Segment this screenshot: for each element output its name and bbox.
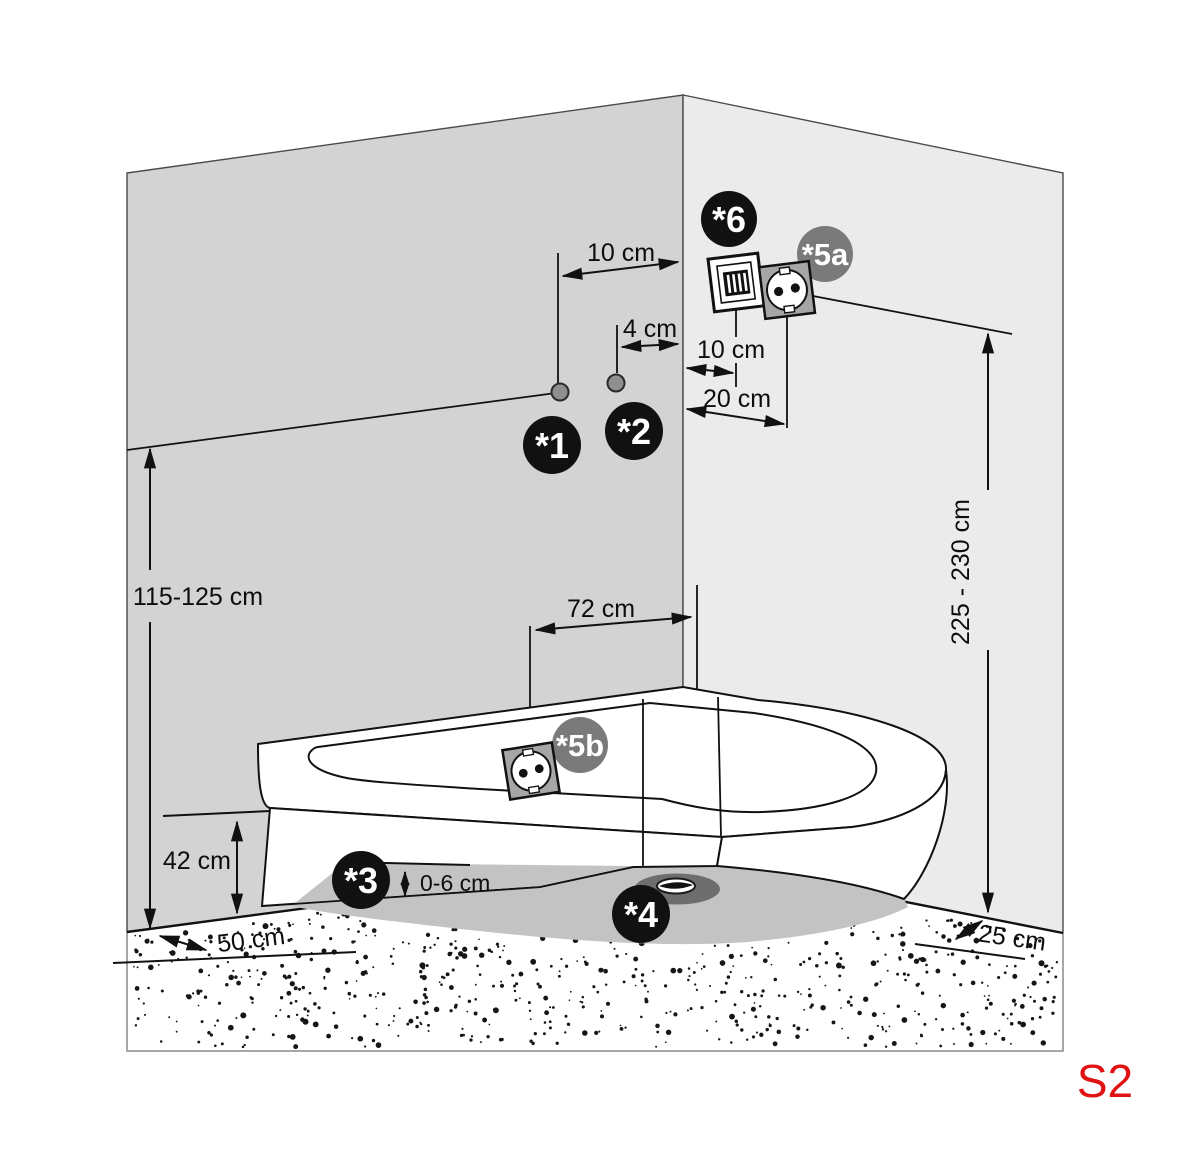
- badge-5b-label: *5b: [556, 728, 604, 763]
- badge-6-label: *6: [712, 199, 746, 240]
- dim-42cm-label: 42 cm: [163, 847, 231, 875]
- badge-3-label: *3: [344, 860, 378, 901]
- floor-offset-line-right: [914, 943, 1026, 960]
- dim-4cm-arrow: [620, 338, 680, 353]
- dim-20cm-arrow: [685, 405, 786, 428]
- light-switch-icon: [706, 251, 766, 314]
- dim-4cm-label: 4 cm: [623, 315, 677, 343]
- badge-2: *2: [605, 402, 663, 460]
- tub-end-panel: [715, 769, 948, 901]
- label-backing: [699, 337, 763, 363]
- connection-point-1: [550, 382, 570, 402]
- dim-10cm-right-arrow: [685, 364, 735, 377]
- badge-2-label: *2: [617, 411, 651, 452]
- figure-label: S2: [1077, 1055, 1133, 1107]
- badge-3: *3: [332, 851, 390, 909]
- badge-4-label: *4: [624, 894, 658, 935]
- badge-5b: *5b: [552, 717, 608, 773]
- dim-connection-height-label: 115-125 cm: [133, 583, 263, 611]
- dim-25cm-arrow: [954, 920, 984, 940]
- height-reference-line: [126, 392, 557, 451]
- dim-72cm-arrow: [534, 612, 693, 635]
- socket-height-reference-line: [812, 295, 1013, 335]
- dim-10cm-left-arrow: [561, 258, 680, 280]
- floor-offset-line-left: [112, 951, 357, 964]
- dim-socket-height-label: 225 - 230 cm: [947, 499, 975, 645]
- badge-1-label: *1: [535, 425, 569, 466]
- dim-50cm-arrow: [158, 935, 208, 951]
- connection-point-2: [606, 373, 626, 393]
- badge-4: *4: [612, 885, 670, 943]
- dim-feet-label: 0-6 cm: [420, 870, 490, 896]
- power-socket-icon-wall: [757, 259, 817, 321]
- power-socket-icon-tub: [500, 740, 562, 802]
- tub-floor-shadow: [262, 866, 908, 945]
- dim-10cm-left-label: 10 cm: [587, 239, 655, 267]
- badge-6: *6: [701, 191, 757, 247]
- dim-72cm-label: 72 cm: [567, 595, 635, 623]
- floor-speckle-texture: [133, 866, 1059, 1050]
- tub-panel-seam-2: [717, 696, 722, 837]
- badge-5a: *5a: [797, 226, 853, 282]
- dim-10cm-right-label: 10 cm: [697, 336, 765, 364]
- badge-1: *1: [523, 416, 581, 474]
- dim-20cm-label: 20 cm: [703, 385, 771, 413]
